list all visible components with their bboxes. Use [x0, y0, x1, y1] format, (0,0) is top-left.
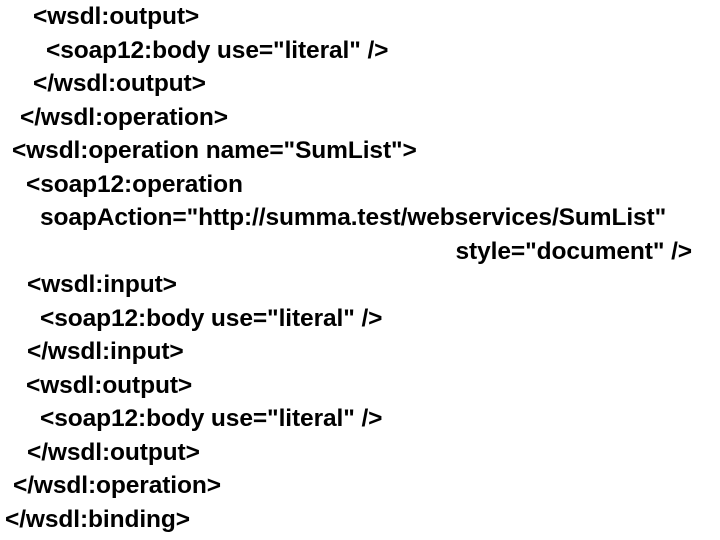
code-line-text: style="document" />	[455, 237, 693, 265]
code-line-text: </wsdl:output>	[27, 438, 200, 466]
code-line-text: <wsdl:output>	[33, 3, 200, 30]
code-line-text: <soap12:body use="literal" />	[46, 36, 389, 64]
code-line-text: </wsdl:output>	[33, 70, 206, 97]
code-line: <soap12:operation	[0, 168, 720, 202]
code-line: <wsdl:output>	[0, 0, 720, 34]
code-line-text: <soap12:body use="literal" />	[40, 405, 383, 432]
code-line: </wsdl:binding>	[0, 503, 720, 537]
code-line: <wsdl:operation name="SumList">	[0, 134, 720, 168]
code-line: <soap12:body use="literal" />	[0, 402, 720, 436]
code-line-text: <wsdl:output>	[26, 371, 193, 399]
code-line: style="document" />	[0, 235, 720, 269]
code-line-text: <wsdl:input>	[27, 271, 177, 298]
code-line-text: <soap12:body use="literal" />	[40, 304, 383, 332]
code-line-text: <wsdl:operation name="SumList">	[12, 137, 417, 164]
code-line: <wsdl:input>	[0, 268, 720, 302]
code-line: </wsdl:operation>	[0, 469, 720, 503]
code-line: soapAction="http://summa.test/webservice…	[0, 201, 720, 235]
code-line-text: <soap12:operation	[26, 170, 243, 198]
code-line-text: </wsdl:operation>	[13, 472, 221, 499]
code-line: </wsdl:output>	[0, 436, 720, 470]
code-line: </wsdl:operation>	[0, 101, 720, 135]
code-line-text: </wsdl:binding>	[5, 505, 190, 533]
code-line: <soap12:body use="literal" />	[0, 302, 720, 336]
code-line-text: soapAction="http://summa.test/webservice…	[40, 204, 667, 231]
code-line: </wsdl:input>	[0, 335, 720, 369]
code-line: </wsdl:output>	[0, 67, 720, 101]
code-line: <wsdl:output>	[0, 369, 720, 403]
code-line: <soap12:body use="literal" />	[0, 34, 720, 68]
code-line-text: </wsdl:input>	[27, 338, 184, 365]
code-line-text: </wsdl:operation>	[20, 103, 228, 131]
